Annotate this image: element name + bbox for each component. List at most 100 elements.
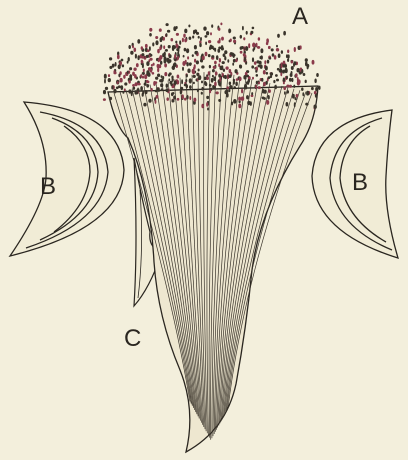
- stipple-dot: [184, 98, 186, 101]
- stipple-dot: [225, 66, 228, 69]
- stipple-dot: [221, 65, 223, 69]
- stipple-dot: [141, 61, 143, 64]
- stipple-dot: [262, 96, 265, 99]
- stipple-dot: [258, 65, 261, 68]
- stipple-dot: [286, 90, 289, 94]
- stipple-dot: [218, 28, 220, 31]
- stipple-dot: [205, 52, 208, 56]
- stipple-dot: [174, 45, 176, 48]
- stipple-dot: [163, 45, 165, 49]
- stipple-dot: [134, 74, 137, 78]
- stipple-dot: [262, 89, 265, 94]
- stipple-dot: [152, 72, 155, 75]
- stipple-dot: [127, 61, 129, 64]
- stipple-dot: [155, 100, 157, 104]
- stipple-dot: [228, 29, 231, 34]
- stipple-dot: [239, 65, 242, 69]
- stipple-dot: [167, 30, 170, 33]
- stipple-dot: [158, 64, 161, 68]
- stipple-dot: [129, 67, 132, 70]
- stipple-dot: [137, 55, 139, 60]
- stipple-dot: [124, 88, 126, 91]
- stipple-dot: [157, 74, 160, 78]
- label-c: C: [124, 325, 141, 352]
- stipple-dot: [192, 35, 194, 38]
- stipple-dot: [209, 89, 211, 93]
- stipple-dot: [232, 62, 234, 65]
- stipple-dot: [159, 79, 162, 82]
- stipple-dot: [148, 67, 151, 71]
- stipple-dot: [135, 54, 137, 59]
- stipple-dot: [236, 78, 238, 81]
- stipple-dot: [144, 74, 147, 79]
- stipple-dot: [159, 46, 161, 50]
- stipple-dot: [209, 84, 212, 87]
- stipple-dot: [258, 82, 260, 85]
- stipple-dot: [201, 92, 203, 95]
- stipple-dot: [271, 48, 274, 51]
- stipple-dot: [168, 45, 171, 48]
- stipple-dot: [266, 42, 268, 45]
- stipple-dot: [215, 72, 218, 76]
- stipple-dot: [261, 78, 263, 82]
- stipple-dot: [214, 61, 217, 65]
- stipple-dot: [209, 46, 211, 50]
- stipple-dot: [256, 43, 258, 47]
- stipple-dot: [268, 46, 271, 49]
- stipple-dot: [223, 75, 225, 78]
- stipple-dot: [208, 54, 211, 57]
- stipple-dot: [108, 74, 110, 77]
- stipple-dot: [185, 60, 187, 64]
- stipple-dot: [193, 75, 196, 78]
- stipple-dot: [214, 82, 217, 87]
- stipple-dot: [165, 88, 168, 92]
- stipple-dot: [205, 82, 207, 86]
- stipple-dot: [136, 63, 139, 67]
- stipple-dot: [216, 55, 219, 60]
- stipple-dot: [132, 45, 134, 48]
- stipple-dot: [132, 87, 135, 90]
- stipple-dot: [200, 37, 202, 41]
- stipple-dot: [305, 80, 307, 84]
- stipple-dot: [172, 99, 175, 102]
- stipple-dot: [189, 96, 191, 100]
- stipple-dot: [274, 85, 277, 89]
- stipple-dot: [165, 49, 168, 52]
- stipple-dot: [167, 61, 170, 64]
- stipple-dot: [263, 70, 266, 75]
- stipple-dot: [223, 68, 225, 71]
- stipple-dot: [286, 54, 288, 58]
- stipple-dot: [184, 84, 187, 87]
- stipple-dot: [242, 26, 244, 31]
- stipple-dot: [224, 56, 226, 60]
- stipple-dot: [117, 81, 119, 84]
- stipple-dot: [129, 74, 132, 79]
- stipple-dot: [277, 68, 279, 71]
- stipple-dot: [189, 85, 192, 89]
- stipple-dot: [148, 99, 151, 103]
- stipple-dot: [211, 55, 214, 58]
- stipple-dot: [293, 61, 296, 65]
- stipple-dot: [113, 89, 116, 93]
- stipple-dot: [283, 86, 286, 90]
- stipple-dot: [131, 91, 133, 96]
- stipple-dot: [238, 97, 241, 101]
- stipple-dot: [246, 31, 248, 35]
- stipple-dot: [142, 72, 145, 75]
- stipple-dot: [119, 78, 122, 83]
- stipple-dot: [103, 90, 106, 94]
- stipple-dot: [279, 68, 282, 73]
- stipple-dot: [144, 82, 147, 85]
- stipple-dot: [189, 78, 192, 83]
- stipple-dot: [221, 37, 224, 41]
- stipple-dot: [252, 43, 255, 48]
- stipple-dot: [188, 24, 190, 27]
- stipple-dot: [213, 66, 216, 69]
- stipple-dot: [228, 89, 230, 92]
- stipple-dot: [128, 80, 131, 84]
- stipple-dot: [234, 86, 236, 89]
- stipple-dot: [286, 102, 289, 107]
- stipple-dot: [203, 26, 206, 30]
- stipple-dot: [142, 91, 144, 95]
- stipple-dot: [143, 103, 146, 107]
